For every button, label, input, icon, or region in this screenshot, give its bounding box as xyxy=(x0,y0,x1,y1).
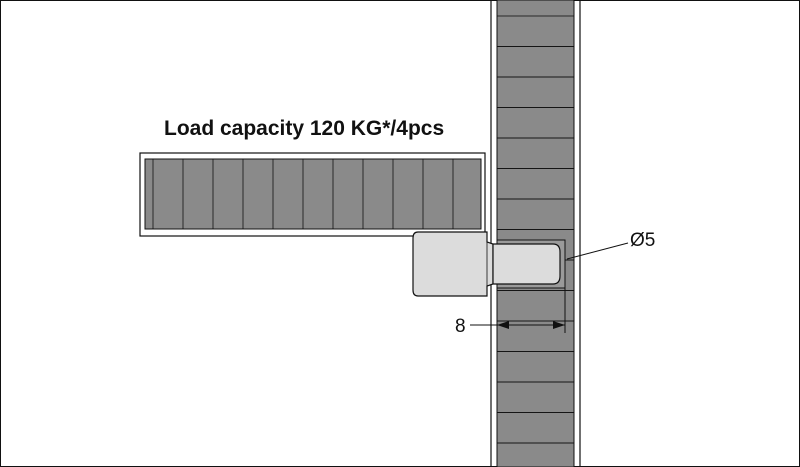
dimension-arrow-left xyxy=(497,321,509,329)
diameter-label: Ø5 xyxy=(630,230,655,251)
shelf-board-slats xyxy=(152,159,454,229)
wall-panel-slats xyxy=(496,15,575,467)
load-capacity-title: Load capacity 120 KG*/4pcs xyxy=(164,117,444,140)
pin-shank xyxy=(492,243,561,285)
wall-slat xyxy=(496,442,575,467)
depth-dimension: 8 xyxy=(455,288,566,337)
diameter-annotation: Ø5 xyxy=(566,230,655,260)
shelf-support-pin xyxy=(412,231,561,297)
shelf-board xyxy=(139,152,486,237)
cabinet-side-panel xyxy=(490,0,581,467)
pin-head xyxy=(412,231,494,297)
depth-label: 8 xyxy=(455,316,466,337)
dimension-arrow-right xyxy=(553,321,565,329)
